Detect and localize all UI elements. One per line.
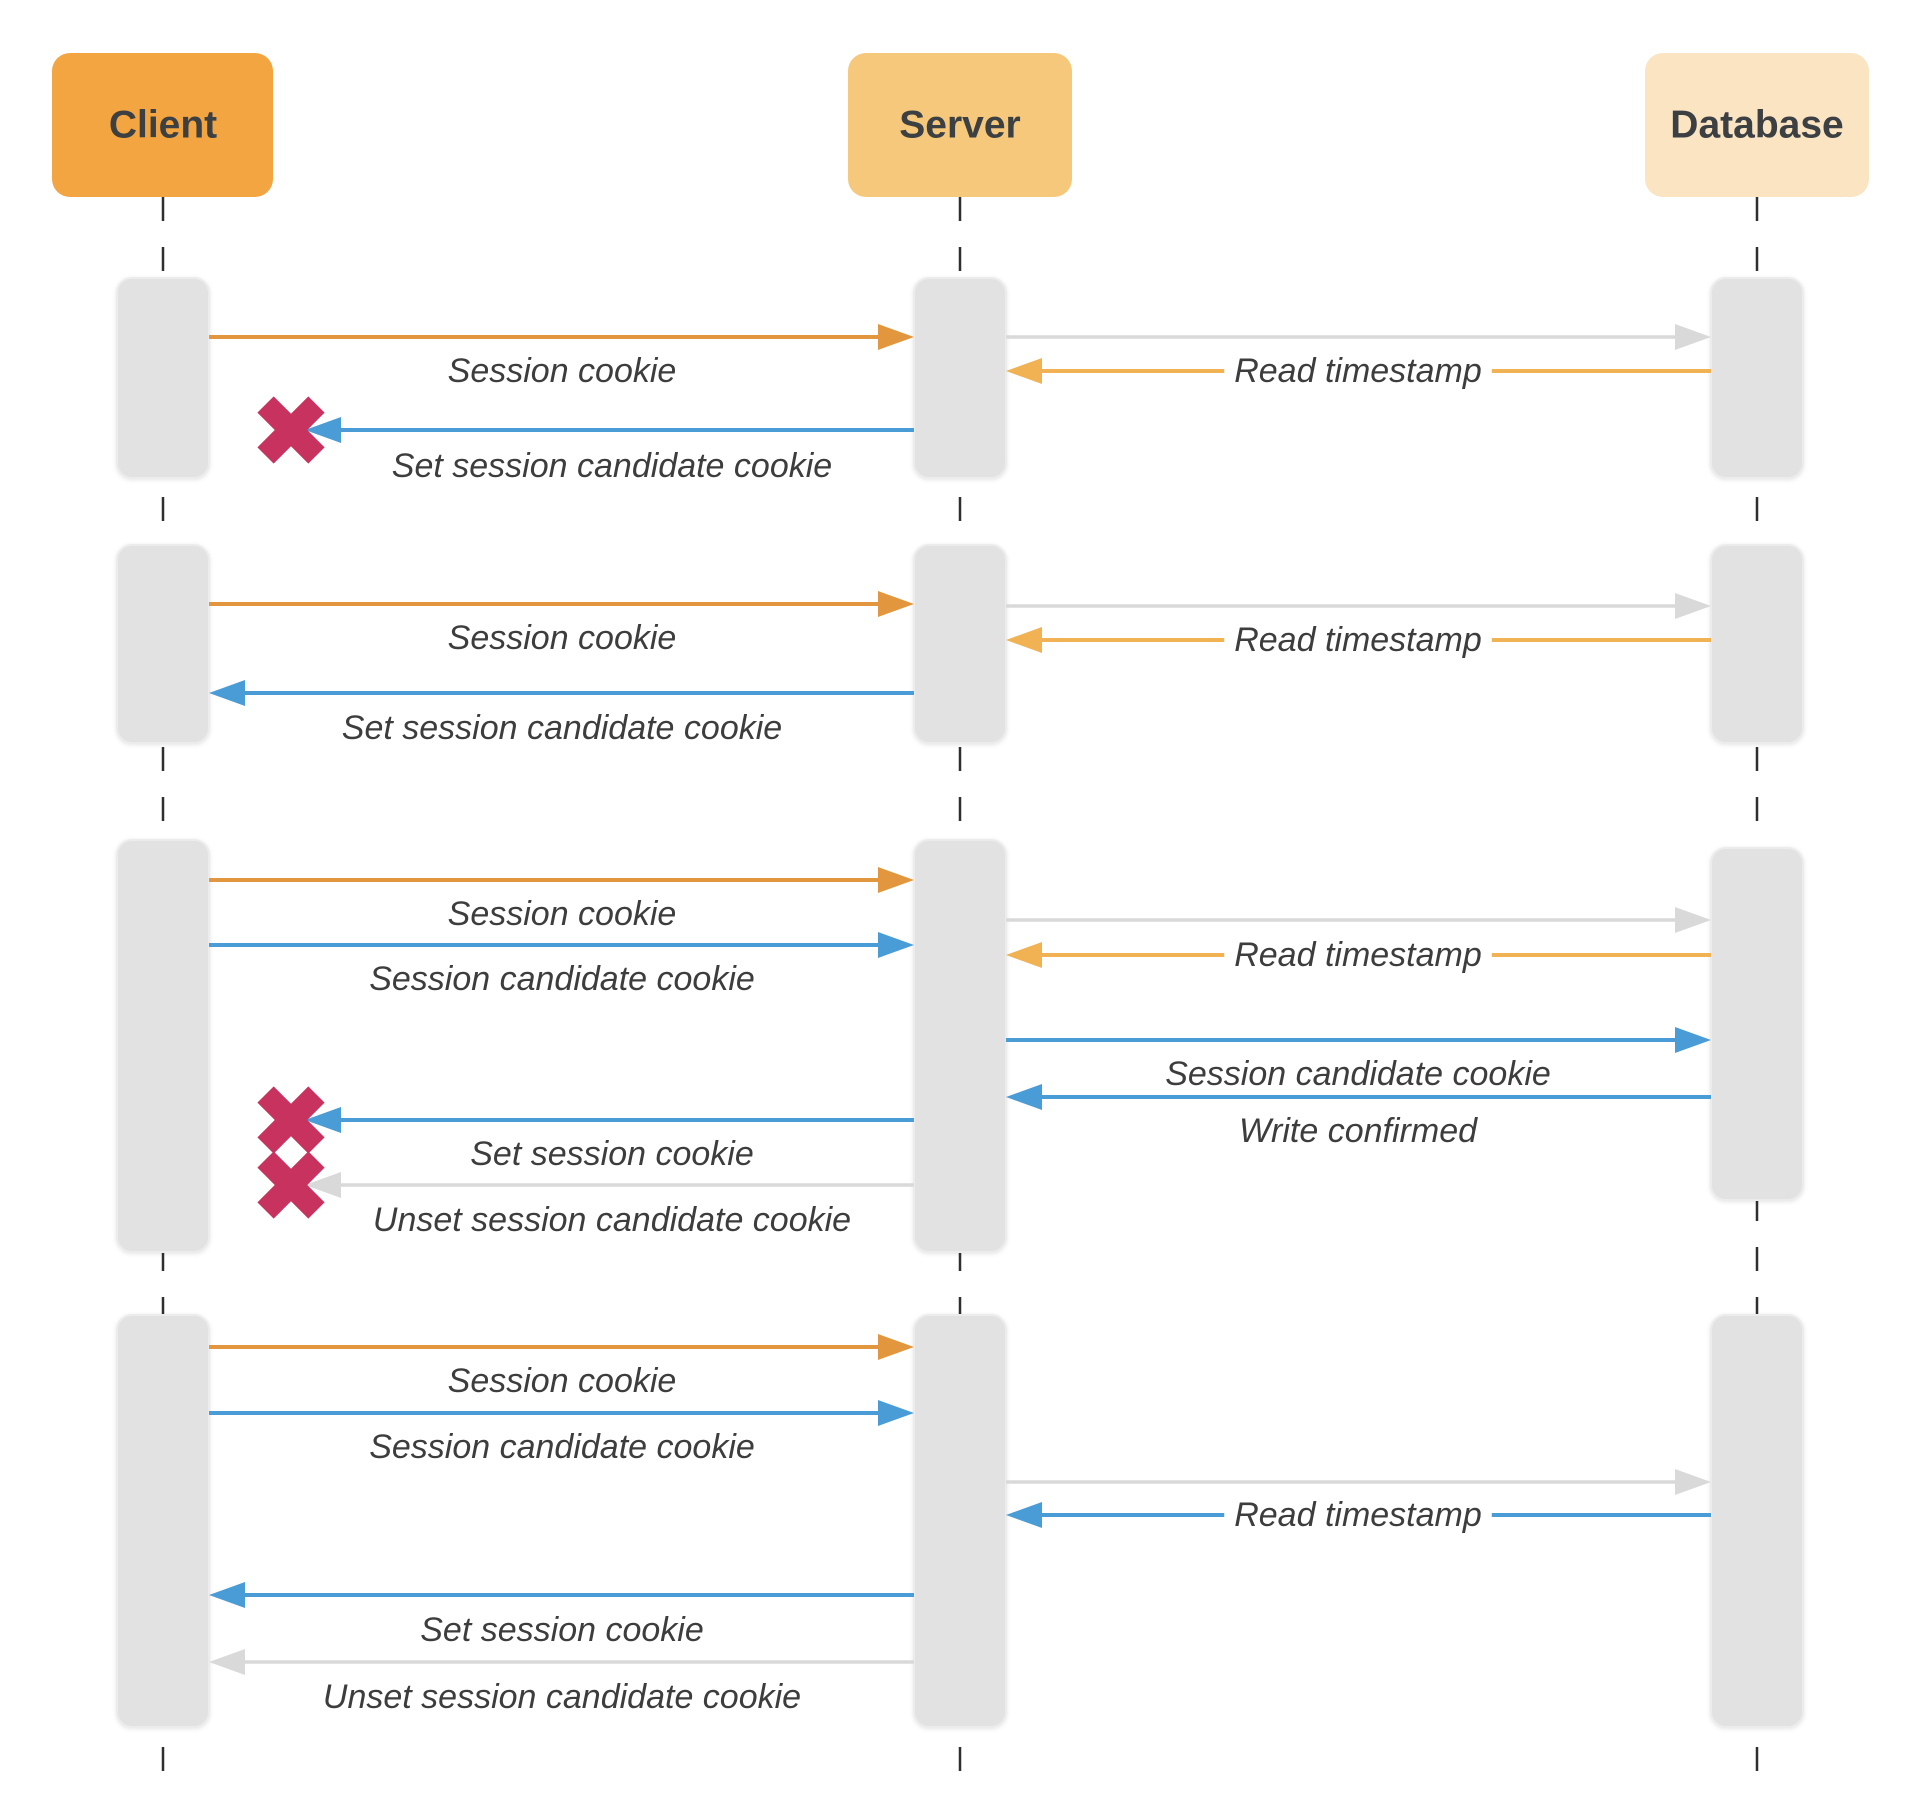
message-session-cookie: Session cookie	[209, 591, 914, 657]
message-label: Read timestamp	[1234, 1496, 1482, 1534]
database-box	[1645, 53, 1869, 197]
message-read-timestamp: Read timestamp	[1006, 932, 1711, 978]
label-background	[1224, 1492, 1492, 1538]
arrow-head	[1006, 627, 1042, 653]
database-activation-3	[1710, 847, 1804, 1201]
message-server-to-database	[1006, 1469, 1711, 1495]
message-set-session-cookie: Set session cookie	[257, 1086, 914, 1173]
blocked-x-icon	[257, 1151, 325, 1219]
arrow-head	[878, 867, 914, 893]
actor-client: Client	[52, 53, 273, 197]
server-label: Server	[899, 104, 1020, 147]
arrow-head	[1006, 1084, 1042, 1110]
arrow-head	[305, 1172, 341, 1198]
arrow-head	[305, 1107, 341, 1133]
message-label: Unset session candidate cookie	[373, 1201, 851, 1239]
blocked-x-icon	[257, 1086, 325, 1154]
message-server-to-database	[1006, 324, 1711, 350]
message-label: Read timestamp	[1234, 352, 1482, 390]
database-label: Database	[1670, 104, 1843, 147]
label-background	[1224, 617, 1492, 663]
message-label: Session candidate cookie	[1165, 1055, 1551, 1093]
blocked-x-icon	[257, 396, 325, 464]
message-label: Session cookie	[448, 895, 677, 933]
message-label: Unset session candidate cookie	[323, 1678, 801, 1716]
client-activation-4	[116, 1314, 210, 1728]
client-activation-2	[116, 544, 210, 744]
actor-server: Server	[848, 53, 1072, 197]
server-activation-3	[913, 839, 1007, 1253]
arrow-head	[878, 591, 914, 617]
message-label: Write confirmed	[1239, 1112, 1478, 1150]
message-label: Session cookie	[448, 352, 677, 390]
message-read-timestamp: Read timestamp	[1006, 348, 1711, 394]
client-activation-3	[116, 839, 210, 1253]
database-activation-4	[1710, 1314, 1804, 1728]
database-activation-1	[1710, 277, 1804, 479]
message-unset-session-candidate-cookie: Unset session candidate cookie	[209, 1649, 914, 1716]
message-set-session-candidate-cookie: Set session candidate cookie	[209, 680, 914, 747]
actor-headers: Client Server Database	[52, 53, 1869, 197]
message-session-candidate-cookie-write: Session candidate cookie	[1006, 1027, 1711, 1093]
message-read-timestamp: Read timestamp	[1006, 1492, 1711, 1538]
arrow-head	[878, 1400, 914, 1426]
arrow-head	[209, 680, 245, 706]
message-read-timestamp: Read timestamp	[1006, 617, 1711, 663]
message-session-cookie: Session cookie	[209, 1334, 914, 1400]
message-label: Session cookie	[448, 619, 677, 657]
message-label: Session candidate cookie	[369, 1428, 755, 1466]
message-label: Set session candidate cookie	[342, 709, 782, 747]
client-label: Client	[109, 104, 217, 147]
message-set-session-candidate-cookie: Set session candidate cookie	[257, 396, 914, 485]
actor-database: Database	[1645, 53, 1869, 197]
arrow-head	[305, 417, 341, 443]
section-2: Session cookie Read timestamp Set sessio…	[209, 591, 1711, 747]
arrow-head	[878, 1334, 914, 1360]
message-session-cookie: Session cookie	[209, 324, 914, 390]
message-session-candidate-cookie: Session candidate cookie	[209, 1400, 914, 1466]
message-label: Set session cookie	[470, 1135, 754, 1173]
client-box	[52, 53, 273, 197]
message-label: Set session cookie	[420, 1611, 704, 1649]
label-background	[1224, 348, 1492, 394]
message-label: Set session candidate cookie	[392, 447, 832, 485]
message-session-cookie: Session cookie	[209, 867, 914, 933]
section-3: Session cookie Session candidate cookie …	[209, 867, 1711, 1239]
message-label: Read timestamp	[1234, 621, 1482, 659]
message-server-to-database	[1006, 907, 1711, 933]
server-activation-1	[913, 277, 1007, 479]
section-4: Session cookie Session candidate cookie …	[209, 1334, 1711, 1716]
message-label: Session candidate cookie	[369, 960, 755, 998]
section-1: Session cookie Read timestamp Set sessio…	[209, 324, 1711, 485]
arrow-head	[1006, 358, 1042, 384]
server-activation-4	[913, 1314, 1007, 1728]
activation-bars	[116, 277, 1804, 1728]
arrow-head	[878, 324, 914, 350]
message-session-candidate-cookie: Session candidate cookie	[209, 932, 914, 998]
arrow-head	[209, 1649, 245, 1675]
database-activation-2	[1710, 544, 1804, 744]
message-write-confirmed: Write confirmed	[1006, 1084, 1711, 1150]
arrow-head	[1675, 593, 1711, 619]
client-activation-1	[116, 277, 210, 479]
arrow-head	[1006, 1502, 1042, 1528]
arrow-head	[209, 1582, 245, 1608]
message-server-to-database	[1006, 593, 1711, 619]
arrow-head	[1675, 324, 1711, 350]
message-label: Session cookie	[448, 1362, 677, 1400]
message-set-session-cookie: Set session cookie	[209, 1582, 914, 1649]
server-box	[848, 53, 1072, 197]
arrow-head	[1006, 942, 1042, 968]
message-label: Read timestamp	[1234, 936, 1482, 974]
label-background	[1224, 932, 1492, 978]
arrow-head	[1675, 1027, 1711, 1053]
arrow-head	[1675, 1469, 1711, 1495]
server-activation-2	[913, 544, 1007, 744]
message-unset-session-candidate-cookie: Unset session candidate cookie	[257, 1151, 914, 1239]
arrow-head	[1675, 907, 1711, 933]
arrow-head	[878, 932, 914, 958]
